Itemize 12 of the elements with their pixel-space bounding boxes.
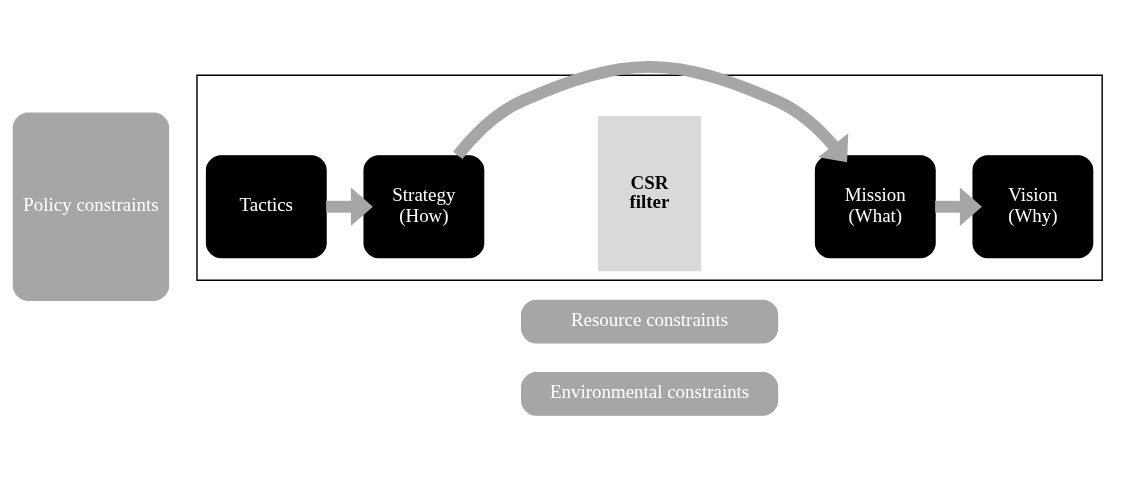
- node-box: Resource constraints: [521, 299, 779, 344]
- arrow: [453, 61, 849, 163]
- node-box: Policy constraints: [12, 112, 170, 301]
- node-box: CSR filter: [598, 116, 702, 272]
- node-box: Tactics: [205, 155, 327, 259]
- node-box: Strategy (How): [363, 155, 485, 259]
- node-box: Mission (What): [814, 155, 936, 259]
- node-box: Vision (Why): [972, 155, 1094, 259]
- node-box: Environmental constraints: [521, 372, 779, 416]
- arrow: [935, 187, 982, 226]
- arrow: [326, 187, 373, 226]
- cluster: [196, 74, 1103, 281]
